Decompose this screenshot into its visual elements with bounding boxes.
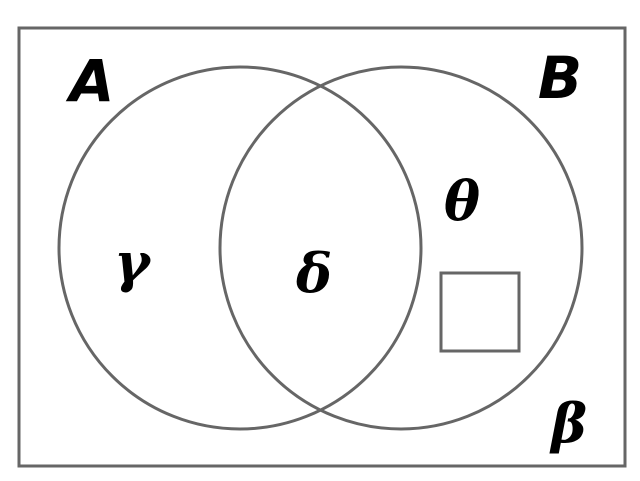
set-a-circle [57,65,423,431]
region-b-only-label: θ [444,169,480,233]
region-intersection-label: δ [295,241,332,305]
set-b-circle [218,65,584,431]
set-b-label: B [538,44,582,112]
region-a-only-label: γ [114,230,152,294]
set-a-label: A [66,47,115,115]
universal-set-rectangle [17,26,627,468]
region-outside-label: β [549,391,587,455]
empty-answer-box[interactable] [439,271,521,353]
